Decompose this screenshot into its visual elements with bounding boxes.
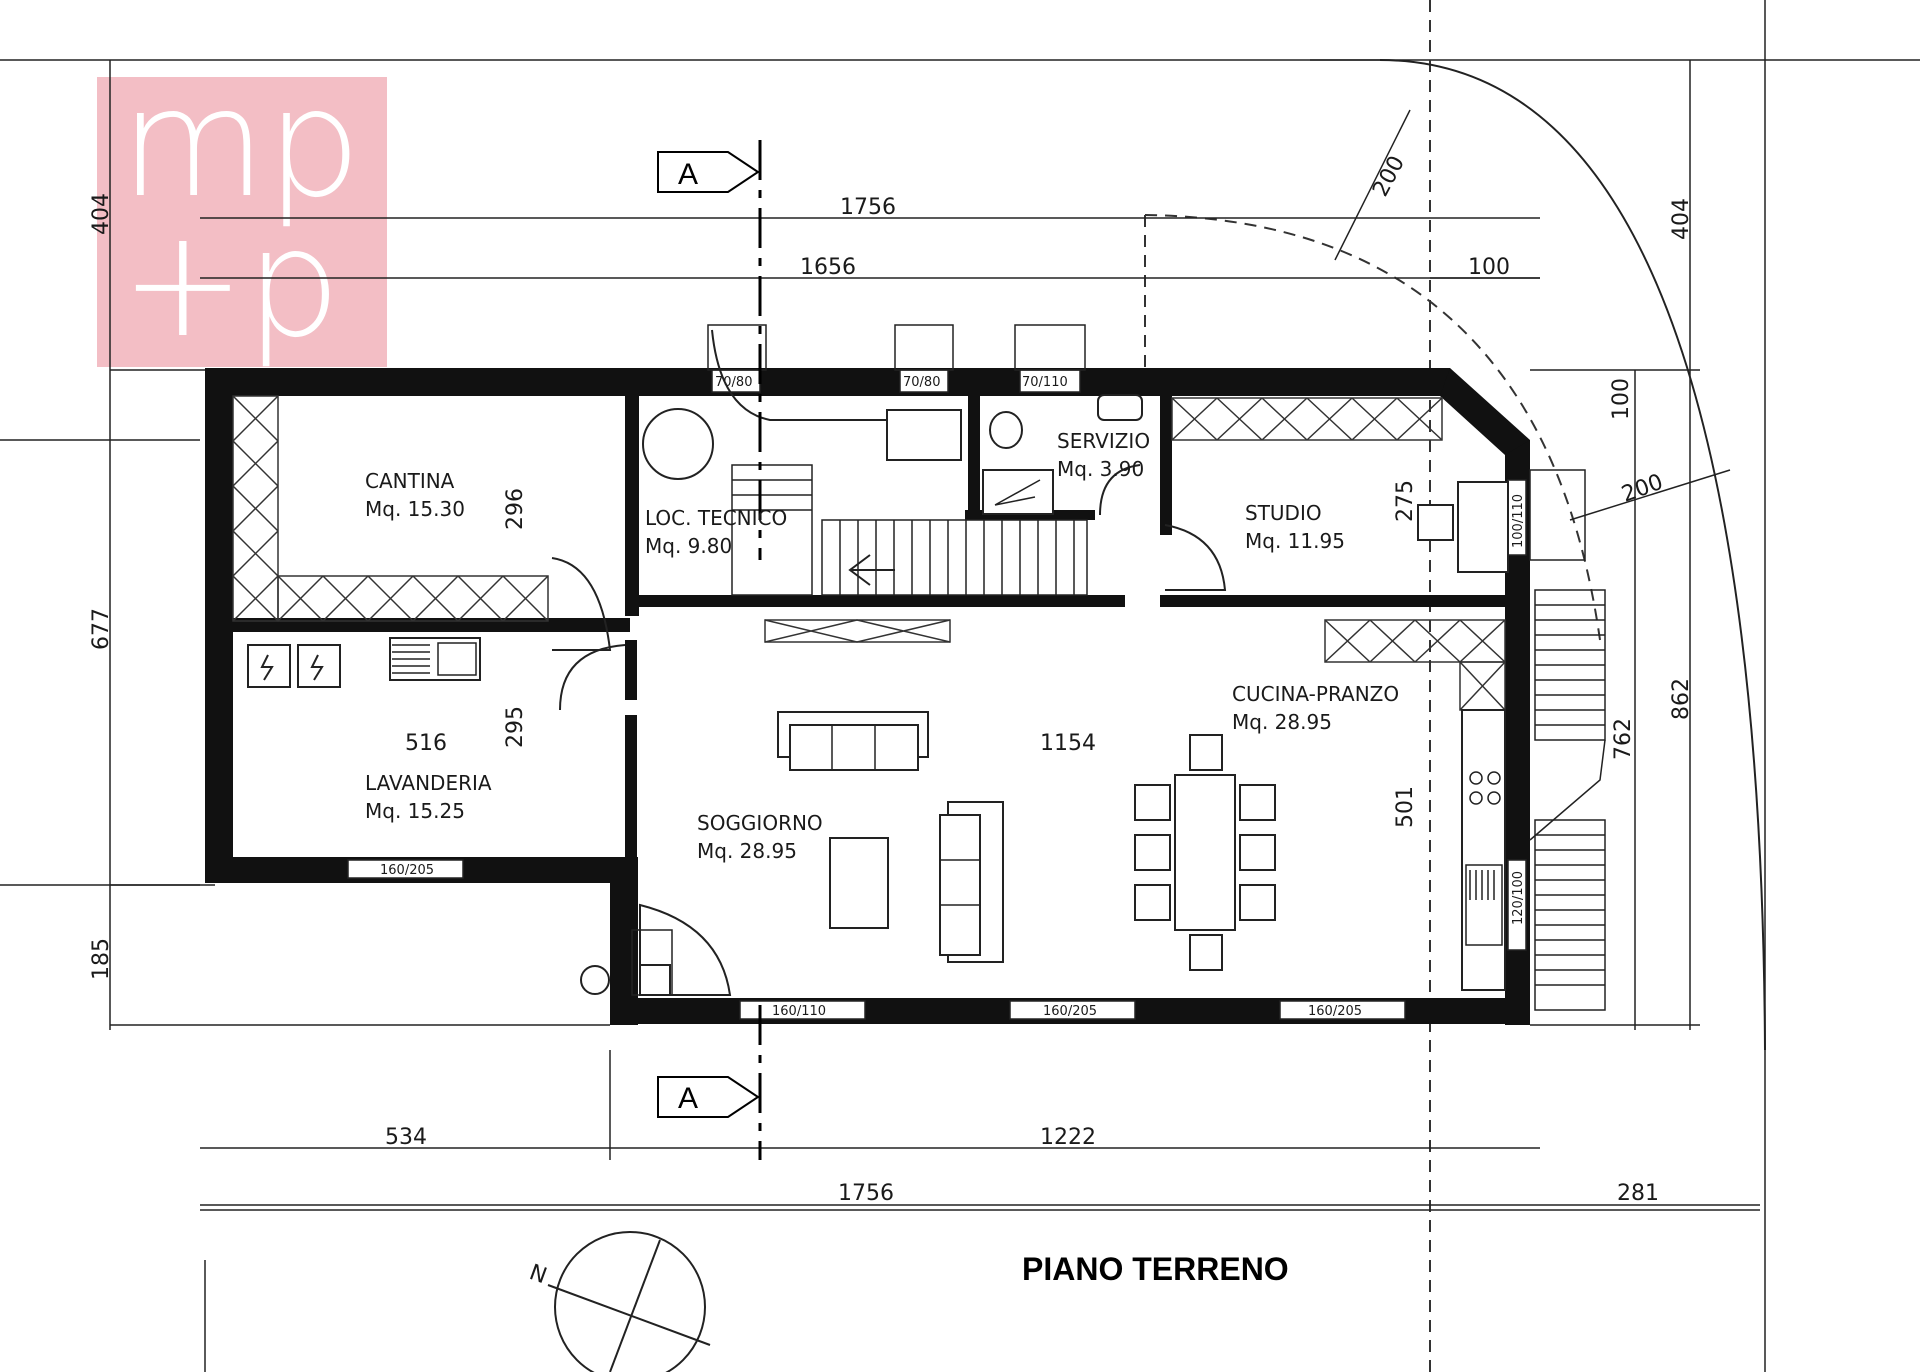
room-area-studio: Mq. 11.95 — [1245, 529, 1345, 553]
plan-title: PIANO TERRENO — [1022, 1251, 1289, 1287]
section-cut-bottom: A — [657, 1005, 762, 1160]
dim-radius-top: 200 — [1368, 152, 1410, 201]
opening-label: 160/205 — [1308, 1004, 1362, 1019]
dim-bottom-left: 534 — [385, 1125, 427, 1150]
dim-lavanderia-h: 295 — [503, 706, 528, 748]
dim-bottom-offset: 281 — [1617, 1181, 1659, 1206]
dim-left-bottom: 185 — [89, 938, 114, 980]
room-area-cucina-pranzo: Mq. 28.95 — [1232, 710, 1332, 734]
storage-units — [232, 395, 1506, 711]
opening-labels: 70/80 70/80 70/110 100/110 160/205 160/1… — [380, 375, 1526, 1019]
dim-right-top: 404 — [1669, 198, 1694, 240]
dim-lavanderia-w: 516 — [405, 731, 447, 756]
opening-label: 160/205 — [380, 863, 434, 878]
dimension-lines — [109, 59, 1760, 1206]
logo-text-line2: +p — [120, 197, 341, 371]
dim-right-offset: 100 — [1468, 255, 1510, 280]
room-area-loc-tecnico: Mq. 9.80 — [645, 534, 732, 558]
dim-left-mid: 677 — [89, 608, 114, 650]
logo-text-line1: mp — [120, 57, 361, 231]
openings — [347, 324, 1586, 1020]
company-logo: mp +p — [97, 57, 387, 371]
opening-label: 70/110 — [1022, 375, 1068, 390]
room-name-lavanderia: LAVANDERIA — [365, 771, 492, 795]
room-area-soggiorno: Mq. 28.95 — [697, 839, 797, 863]
room-name-studio: STUDIO — [1245, 501, 1322, 525]
dim-right-offset-v: 100 — [1609, 378, 1634, 420]
opening-label: 120/100 — [1511, 871, 1526, 925]
dim-top-inner: 1656 — [800, 255, 856, 280]
section-cut-top: A — [657, 140, 762, 560]
dim-living-w: 1154 — [1040, 731, 1096, 756]
room-name-loc-tecnico: LOC. TECNICO — [645, 506, 787, 530]
section-marker-label: A — [678, 158, 698, 191]
dim-bottom-total: 1756 — [838, 1181, 894, 1206]
dim-right-total: 862 — [1669, 678, 1694, 720]
dim-living-h: 501 — [1393, 786, 1418, 828]
room-area-lavanderia: Mq. 15.25 — [365, 799, 465, 823]
staircase — [731, 464, 1606, 1011]
room-name-servizio: SERVIZIO — [1057, 429, 1150, 453]
room-name-cantina: CANTINA — [365, 469, 455, 493]
dimension-labels: 1756 1656 100 200 200 404 404 100 677 18… — [89, 152, 1694, 1206]
dim-left-top: 404 — [89, 193, 114, 235]
opening-label: 160/205 — [1043, 1004, 1097, 1019]
room-name-cucina-pranzo: CUCINA-PRANZO — [1232, 682, 1399, 706]
room-area-servizio: Mq. 3.90 — [1057, 457, 1144, 481]
north-arrow: N — [526, 1231, 711, 1372]
dim-cantina-h: 296 — [503, 488, 528, 530]
dim-radius-right: 200 — [1619, 470, 1667, 508]
section-marker-label: A — [678, 1082, 698, 1115]
furniture — [247, 329, 1509, 996]
room-name-soggiorno: SOGGIORNO — [697, 811, 823, 835]
opening-label: 160/110 — [772, 1004, 826, 1019]
north-label: N — [526, 1260, 550, 1289]
dim-studio-h: 275 — [1393, 480, 1418, 522]
room-labels: CANTINA Mq. 15.30 LOC. TECNICO Mq. 9.80 … — [365, 429, 1399, 863]
dim-top-total: 1756 — [840, 195, 896, 220]
opening-label: 70/80 — [903, 375, 940, 390]
opening-label: 100/110 — [1511, 494, 1526, 548]
dim-right-stair: 762 — [1611, 718, 1636, 760]
room-area-cantina: Mq. 15.30 — [365, 497, 465, 521]
dim-bottom-right: 1222 — [1040, 1125, 1096, 1150]
opening-label: 70/80 — [715, 375, 752, 390]
